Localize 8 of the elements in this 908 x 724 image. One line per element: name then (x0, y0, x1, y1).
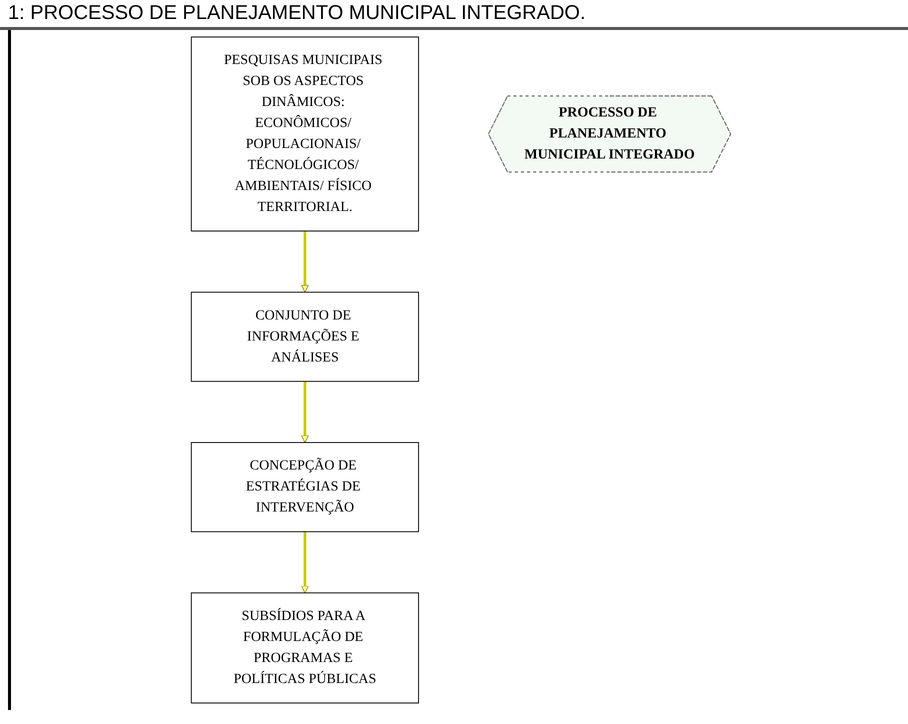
node-box: CONJUNTO DE INFORMAÇÕES E ANÁLISES (190, 292, 420, 382)
figure-title: 1: PROCESSO DE PLANEJAMENTO MUNICIPAL INTEGRADO. (0, 0, 908, 30)
node-box: CONCEPÇÃO DE ESTRATÉGIAS DE INTERVENÇÃO (190, 442, 420, 532)
arrow (301, 532, 309, 594)
node-box: PESQUISAS MUNICIPAIS SOB OS ASPECTOS DINÂMICOS: ECONÔMICOS/ POPULACIONAIS/ TÉCNOLÓGICOS/ AMBIENTAIS/ FÍSICO TERRITORIAL. (190, 36, 420, 232)
node-box: SUBSÍDIOS PARA A FORMULAÇÃO DE PROGRAMAS E POLÍTICAS PÚBLICAS (190, 592, 420, 704)
arrow (301, 381, 309, 443)
arrow (301, 231, 309, 293)
